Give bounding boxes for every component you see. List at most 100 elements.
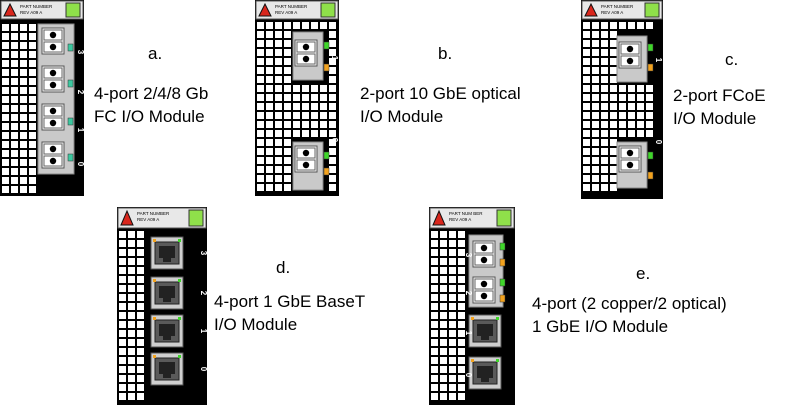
vent-cell (257, 130, 264, 137)
vent-cell (431, 375, 438, 382)
vent-cell (119, 321, 126, 328)
vent-cell (20, 69, 27, 76)
vent-cell (137, 366, 144, 373)
vent-cell (128, 366, 135, 373)
vent-cell (275, 175, 282, 182)
fc-port-2[interactable] (41, 65, 65, 93)
vent-cell (29, 96, 36, 103)
vent-cell (275, 130, 282, 137)
caption-b: b. 2-port 10 GbE optical I/O Module (360, 42, 521, 128)
10gbe-port-1[interactable] (294, 39, 318, 67)
vent-cell (592, 40, 599, 47)
vent-cell (628, 112, 635, 119)
vent-cell (137, 321, 144, 328)
vent-cell (601, 157, 608, 164)
vent-cell (449, 321, 456, 328)
vent-cell (275, 85, 282, 92)
baset-port-0[interactable] (150, 352, 184, 386)
vent-cell (20, 78, 27, 85)
vent-cell (119, 267, 126, 274)
vent-cell (449, 357, 456, 364)
combo-port-2[interactable] (472, 276, 496, 304)
vent-cell (628, 130, 635, 137)
10gbe-led-0b (323, 167, 330, 176)
caption-e-letter: e. (636, 264, 651, 283)
vent-cell (320, 112, 327, 119)
vent-cell (458, 330, 465, 337)
vent-cell (619, 121, 626, 128)
combo-port-3[interactable] (472, 240, 496, 268)
warning-icon (258, 2, 272, 17)
vent-cell (610, 166, 617, 173)
vent-cell (20, 87, 27, 94)
vent-cell (119, 276, 126, 283)
vent-cell (128, 330, 135, 337)
fc-port-1[interactable] (41, 103, 65, 131)
vent-cell (329, 166, 336, 173)
green-label (644, 2, 660, 18)
vent-cell (431, 366, 438, 373)
fc-port-3[interactable] (41, 27, 65, 55)
vent-cell (2, 159, 9, 166)
vent-cell (119, 339, 126, 346)
vent-cell (628, 121, 635, 128)
vent-cell (275, 166, 282, 173)
vent-cell (431, 321, 438, 328)
baset-port-2[interactable] (150, 276, 184, 310)
vent-cell (257, 139, 264, 146)
vent-cell (637, 22, 644, 29)
vent-cell (275, 121, 282, 128)
combo-port-1[interactable] (468, 314, 502, 348)
vent-cell (119, 294, 126, 301)
vent-cell (11, 105, 18, 112)
fc-port-0[interactable] (41, 141, 65, 169)
vent-cell (601, 103, 608, 110)
10gbe-port-0[interactable] (294, 145, 318, 173)
vent-cell (266, 94, 273, 101)
vent-cell (284, 148, 291, 155)
caption-e-line2: 1 GbE I/O Module (532, 317, 669, 336)
vent-cell (2, 60, 9, 67)
caption-a-letter: a. (148, 44, 163, 63)
vent-cell (458, 366, 465, 373)
fiber-hole (49, 81, 57, 89)
vent-cell (29, 132, 36, 139)
baset-port-number-0: 0 (199, 367, 207, 372)
vent-cell (610, 40, 617, 47)
vent-cell (128, 240, 135, 247)
vent-cell (137, 312, 144, 319)
caption-d: d. 4-port 1 GbE BaseT I/O Module (214, 256, 365, 336)
header-plate (117, 207, 207, 229)
vent-cell (458, 348, 465, 355)
vent-cell (619, 94, 626, 101)
vent-cell (284, 40, 291, 47)
vent-cell (329, 85, 336, 92)
baset-port-3[interactable] (150, 236, 184, 270)
vent-cell (583, 139, 590, 146)
vent-cell (257, 121, 264, 128)
vent-cell (11, 24, 18, 31)
vent-cell (583, 58, 590, 65)
vent-cell (637, 121, 644, 128)
fiber-hole (49, 119, 57, 127)
vent-cell (329, 31, 336, 38)
fcoe-port-1[interactable] (618, 41, 642, 69)
combo-port-number-3: 3 (464, 253, 473, 258)
vent-cell (458, 321, 465, 328)
vent-cell (431, 357, 438, 364)
fcoe-port-0[interactable] (618, 145, 642, 173)
vent-cell (583, 94, 590, 101)
fcoe-led-0a (647, 151, 654, 160)
fiber-hole (302, 43, 310, 51)
vent-grid (257, 22, 336, 191)
baset-port-1[interactable] (150, 314, 184, 348)
vent-cell (2, 105, 9, 112)
vent-cell (329, 184, 336, 191)
vent-cell (20, 123, 27, 130)
vent-cell (119, 258, 126, 265)
vent-cell (29, 87, 36, 94)
combo-port-0[interactable] (468, 356, 502, 390)
vent-cell (592, 157, 599, 164)
